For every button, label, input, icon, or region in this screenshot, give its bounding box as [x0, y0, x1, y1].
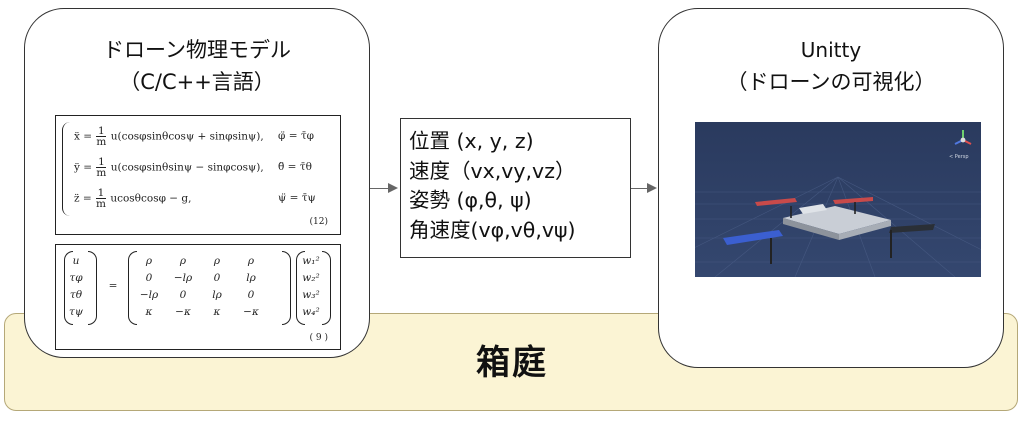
- lhs-vector-entry: u: [72, 255, 80, 267]
- matrix-entry: −κ: [243, 306, 259, 318]
- equation-row-psi: ψ̈ = τ̄ψ: [278, 192, 316, 204]
- drone-model: [723, 197, 935, 264]
- matrix-entry: lρ: [212, 289, 222, 301]
- equation-number-12: (12): [309, 217, 328, 227]
- state-variables-box: 位置 (x, y, z) 速度（vx,vy,vz） 姿勢 (φ,θ, ψ) 角速…: [400, 118, 631, 258]
- gizmo-label: < Persp: [949, 154, 969, 160]
- hakoniwa-label: 箱庭: [476, 343, 548, 383]
- matrix-entry: 0: [213, 272, 221, 284]
- arrow-to-state: [370, 188, 390, 190]
- scene-gizmo: < Persp: [949, 130, 972, 160]
- arrow-to-state-head: [388, 183, 398, 193]
- equation-row-theta: θ̈ = τ̄θ: [278, 161, 312, 173]
- equals-sign: =: [108, 280, 118, 292]
- rhs-vector-entry: w₁²: [302, 255, 320, 267]
- state-attitude: 姿勢 (φ,θ, ψ): [409, 188, 532, 212]
- unity-title: Unitty: [800, 38, 862, 62]
- state-angular-velocity: 角速度(vφ,vθ,vψ): [409, 217, 576, 242]
- matrix-entry: ρ: [179, 255, 187, 267]
- unity-subtitle: （ドローンの可視化）: [726, 70, 936, 94]
- matrix-entry: −lρ: [173, 272, 193, 284]
- matrix-bracket: [282, 251, 291, 325]
- lhs-vector-entry: τθ: [69, 289, 83, 301]
- arrow-to-unity-head: [647, 183, 657, 193]
- equation-number-9: ( 9 ): [309, 333, 328, 343]
- rhs-vector-entry: w₄²: [302, 306, 320, 318]
- matrix-entry: 0: [145, 272, 153, 284]
- physics-model-subtitle: （C/C++言語）: [119, 70, 275, 94]
- matrix-entry: ρ: [247, 255, 255, 267]
- matrix-entry: ρ: [145, 255, 153, 267]
- equation-brace: [62, 122, 73, 216]
- arrow-to-unity: [631, 188, 649, 190]
- matrix-entry: lρ: [246, 272, 256, 284]
- unity-scene-view: < Persp: [695, 122, 981, 277]
- lhs-vector-entry: τψ: [68, 306, 84, 318]
- equation-row-phi: φ̈ = τ̄φ: [278, 130, 314, 142]
- rhs-vector-entry: w₂²: [302, 272, 320, 284]
- physics-model-title: ドローン物理モデル: [103, 38, 291, 62]
- rhs-vector-entry: w₃²: [302, 289, 320, 301]
- state-velocity: 速度（vx,vy,vz）: [409, 158, 576, 183]
- matrix-entry: 0: [247, 289, 255, 301]
- matrix-entry: −κ: [175, 306, 191, 318]
- state-position: 位置 (x, y, z): [409, 129, 534, 153]
- matrix-entry: ρ: [213, 255, 221, 267]
- unity-scene-image: < Persp: [695, 122, 981, 277]
- matrix-entry: 0: [179, 289, 187, 301]
- lhs-vector-entry: τφ: [69, 272, 83, 284]
- equation-box-mixer: u τφ τθ τψ = ρ ρ ρ ρ 0 −lρ 0 lρ −lρ 0 lρ 0 κ −κ κ −κ w₁² w₂² w₃…: [55, 244, 341, 350]
- matrix-entry: κ: [213, 306, 221, 318]
- matrix-entry: −lρ: [139, 289, 159, 301]
- matrix-entry: κ: [145, 306, 153, 318]
